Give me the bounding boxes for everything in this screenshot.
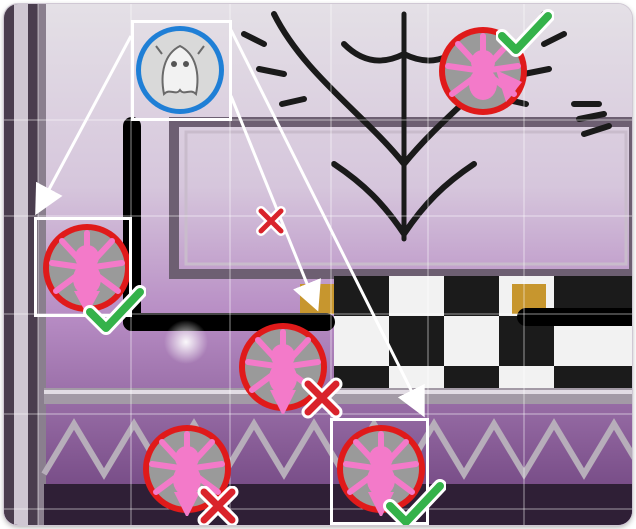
cross-icon: [300, 376, 344, 420]
check-icon: [82, 282, 146, 336]
arrow-to-left: [38, 36, 131, 210]
check-icon: [496, 8, 554, 60]
check-icon: [382, 478, 446, 525]
line-of-sight-arrows: [4, 4, 632, 525]
cross-icon: [256, 206, 286, 236]
cross-icon: [196, 486, 240, 525]
arrow-to-center: [231, 96, 316, 306]
game-board: [4, 4, 632, 525]
